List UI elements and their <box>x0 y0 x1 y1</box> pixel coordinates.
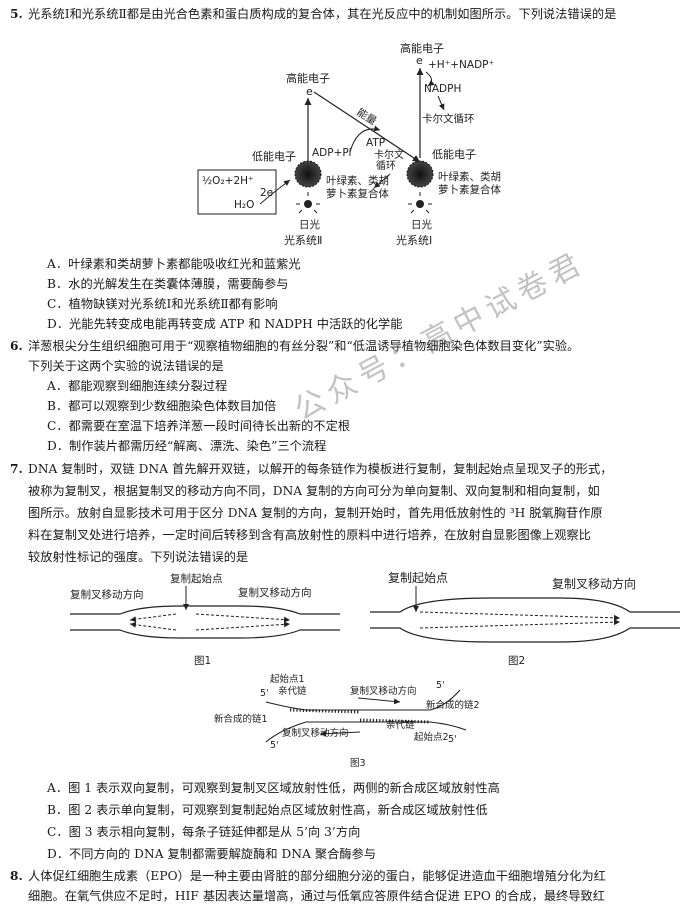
fig3-five-c: 5' <box>270 740 279 751</box>
fig3-upper-parent-strand <box>265 689 461 711</box>
fig1-new-strand-right-bottom <box>195 621 291 631</box>
psii-complex-label-a: 叶绿素、类胡 <box>326 174 389 187</box>
nadp-label: +H⁺+NADP⁺ <box>428 59 494 71</box>
fig2-origin-label: 复制起始点 <box>388 571 448 585</box>
fig3-parent2-label: 亲代链 <box>386 719 415 731</box>
fig1-new-strand-left-top <box>129 613 177 623</box>
electron-e-label-1: e <box>306 85 313 98</box>
q7-number: 7. <box>10 462 23 476</box>
fig3-lower-parent-strand <box>265 721 467 743</box>
high-electron-label-1: 高能电子 <box>286 71 330 85</box>
fig3-new2-label: 新合成的链2 <box>426 699 480 711</box>
q7-figure-2-unidirectional: 复制起始点 复制叉移动方向 图2 <box>370 571 680 667</box>
sunlight-label-2: 日光 <box>411 218 432 231</box>
high-electron-label-2: 高能电子 <box>400 41 444 55</box>
q5-stem: 光系统Ⅰ和光系统Ⅱ都是由光合色素和蛋白质构成的复合体，其在光反应中的机制如图所示… <box>28 7 617 21</box>
q5-photosystem-diagram: 高能电子 e 能量 ATP ADP+Pi 卡尔文 循环 低能电子 叶绿素、类胡 … <box>197 41 501 247</box>
low-electron-label-1: 低能电子 <box>252 149 296 163</box>
nadph-label: NADPH <box>424 83 461 95</box>
fig2-new-strand-bottom <box>419 619 621 629</box>
psii-label: 光系统Ⅱ <box>284 233 322 247</box>
psii-pigment-complex <box>294 160 322 188</box>
atp-synthesis-arrow <box>349 125 381 153</box>
psii-complex-label-b: 萝卜素复合体 <box>326 187 389 200</box>
two-e-label: 2e <box>260 187 273 199</box>
calvin-label-b: 循环 <box>376 159 396 172</box>
energy-label: 能量 <box>354 106 379 128</box>
low-electron-label-2: 低能电子 <box>432 147 476 161</box>
psi-label: 光系统Ⅰ <box>396 233 432 247</box>
fig1-fork-right-label: 复制叉移动方向 <box>238 586 312 599</box>
fig3-five-a: 5' <box>260 688 269 699</box>
fig2-upper-strand <box>370 597 680 613</box>
q7-figure-3-convergent: 起始点1 亲代链 复制叉移动方向 5' 5' 新合成的链1 新合成的链2 亲代链… <box>214 673 480 769</box>
fig2-lower-strand <box>370 627 680 643</box>
water-electron-arrow <box>259 179 291 205</box>
fig3-fork-top-arrow <box>357 697 401 705</box>
psi-pigment-complex <box>406 160 434 188</box>
q8-number: 8. <box>10 869 23 883</box>
fig3-fork-top-label: 复制叉移动方向 <box>350 685 417 697</box>
fig3-five-b: 5' <box>436 680 445 691</box>
fig2-caption: 图2 <box>508 655 525 667</box>
calvin-cycle-label: 卡尔文循环 <box>422 112 475 125</box>
nadph-arrow <box>425 71 435 87</box>
watermark: 公众号：高中试卷君 <box>288 244 592 428</box>
fig1-fork-left-label: 复制叉移动方向 <box>70 588 144 601</box>
fig3-caption: 图3 <box>350 758 366 769</box>
calvin-arrow <box>437 95 445 111</box>
electron-e-label-2: e <box>416 54 423 67</box>
oxygen-label: ½O₂+2H⁺ <box>202 175 254 187</box>
sunlight-label-1: 日光 <box>299 218 320 231</box>
fig1-lower-strand <box>70 629 340 639</box>
fig1-new-strand-right-top <box>195 613 291 623</box>
psi-complex-label-a: 叶绿素、类胡 <box>438 170 501 183</box>
fig3-fork-bottom-arrow <box>319 730 361 737</box>
adp-label: ADP+Pi <box>312 147 351 159</box>
fig3-new1-label: 新合成的链1 <box>214 713 268 725</box>
fig2-fork-label: 复制叉移动方向 <box>552 576 636 591</box>
fig1-caption: 图1 <box>194 655 211 667</box>
fig3-fork-bottom-label: 复制叉移动方向 <box>282 727 349 739</box>
fig3-base-pairs <box>289 708 431 724</box>
q6-number: 6. <box>10 339 23 353</box>
atp-label: ATP <box>366 137 385 149</box>
water-label: H₂O <box>234 199 254 211</box>
q5-number: 5. <box>10 7 23 21</box>
psi-complex-label-b: 萝卜素复合体 <box>438 183 501 196</box>
fig1-upper-strand <box>70 605 340 615</box>
fig2-new-strand-top <box>419 611 621 621</box>
electron-transport-arrow <box>313 91 421 163</box>
fig3-parent1-label: 亲代链 <box>278 685 307 697</box>
calvin-label-a: 卡尔文 <box>374 148 404 161</box>
fig1-new-strand-left-bottom <box>129 621 177 631</box>
fig3-five-d: 5' <box>448 734 457 745</box>
water-splitting-box <box>197 169 277 215</box>
q7-figure-1-bidirectional: 复制起始点 复制叉移动方向 复制叉移动方向 图1 <box>70 572 340 667</box>
fig3-origin1-label: 起始点1 <box>270 673 305 685</box>
calvin-feedback-arrow <box>373 173 391 189</box>
sun-icon-psi <box>408 192 432 214</box>
fig1-origin-label: 复制起始点 <box>170 572 223 585</box>
fig3-origin2-label: 起始点2 <box>414 731 449 743</box>
sun-icon-psii <box>296 192 320 214</box>
